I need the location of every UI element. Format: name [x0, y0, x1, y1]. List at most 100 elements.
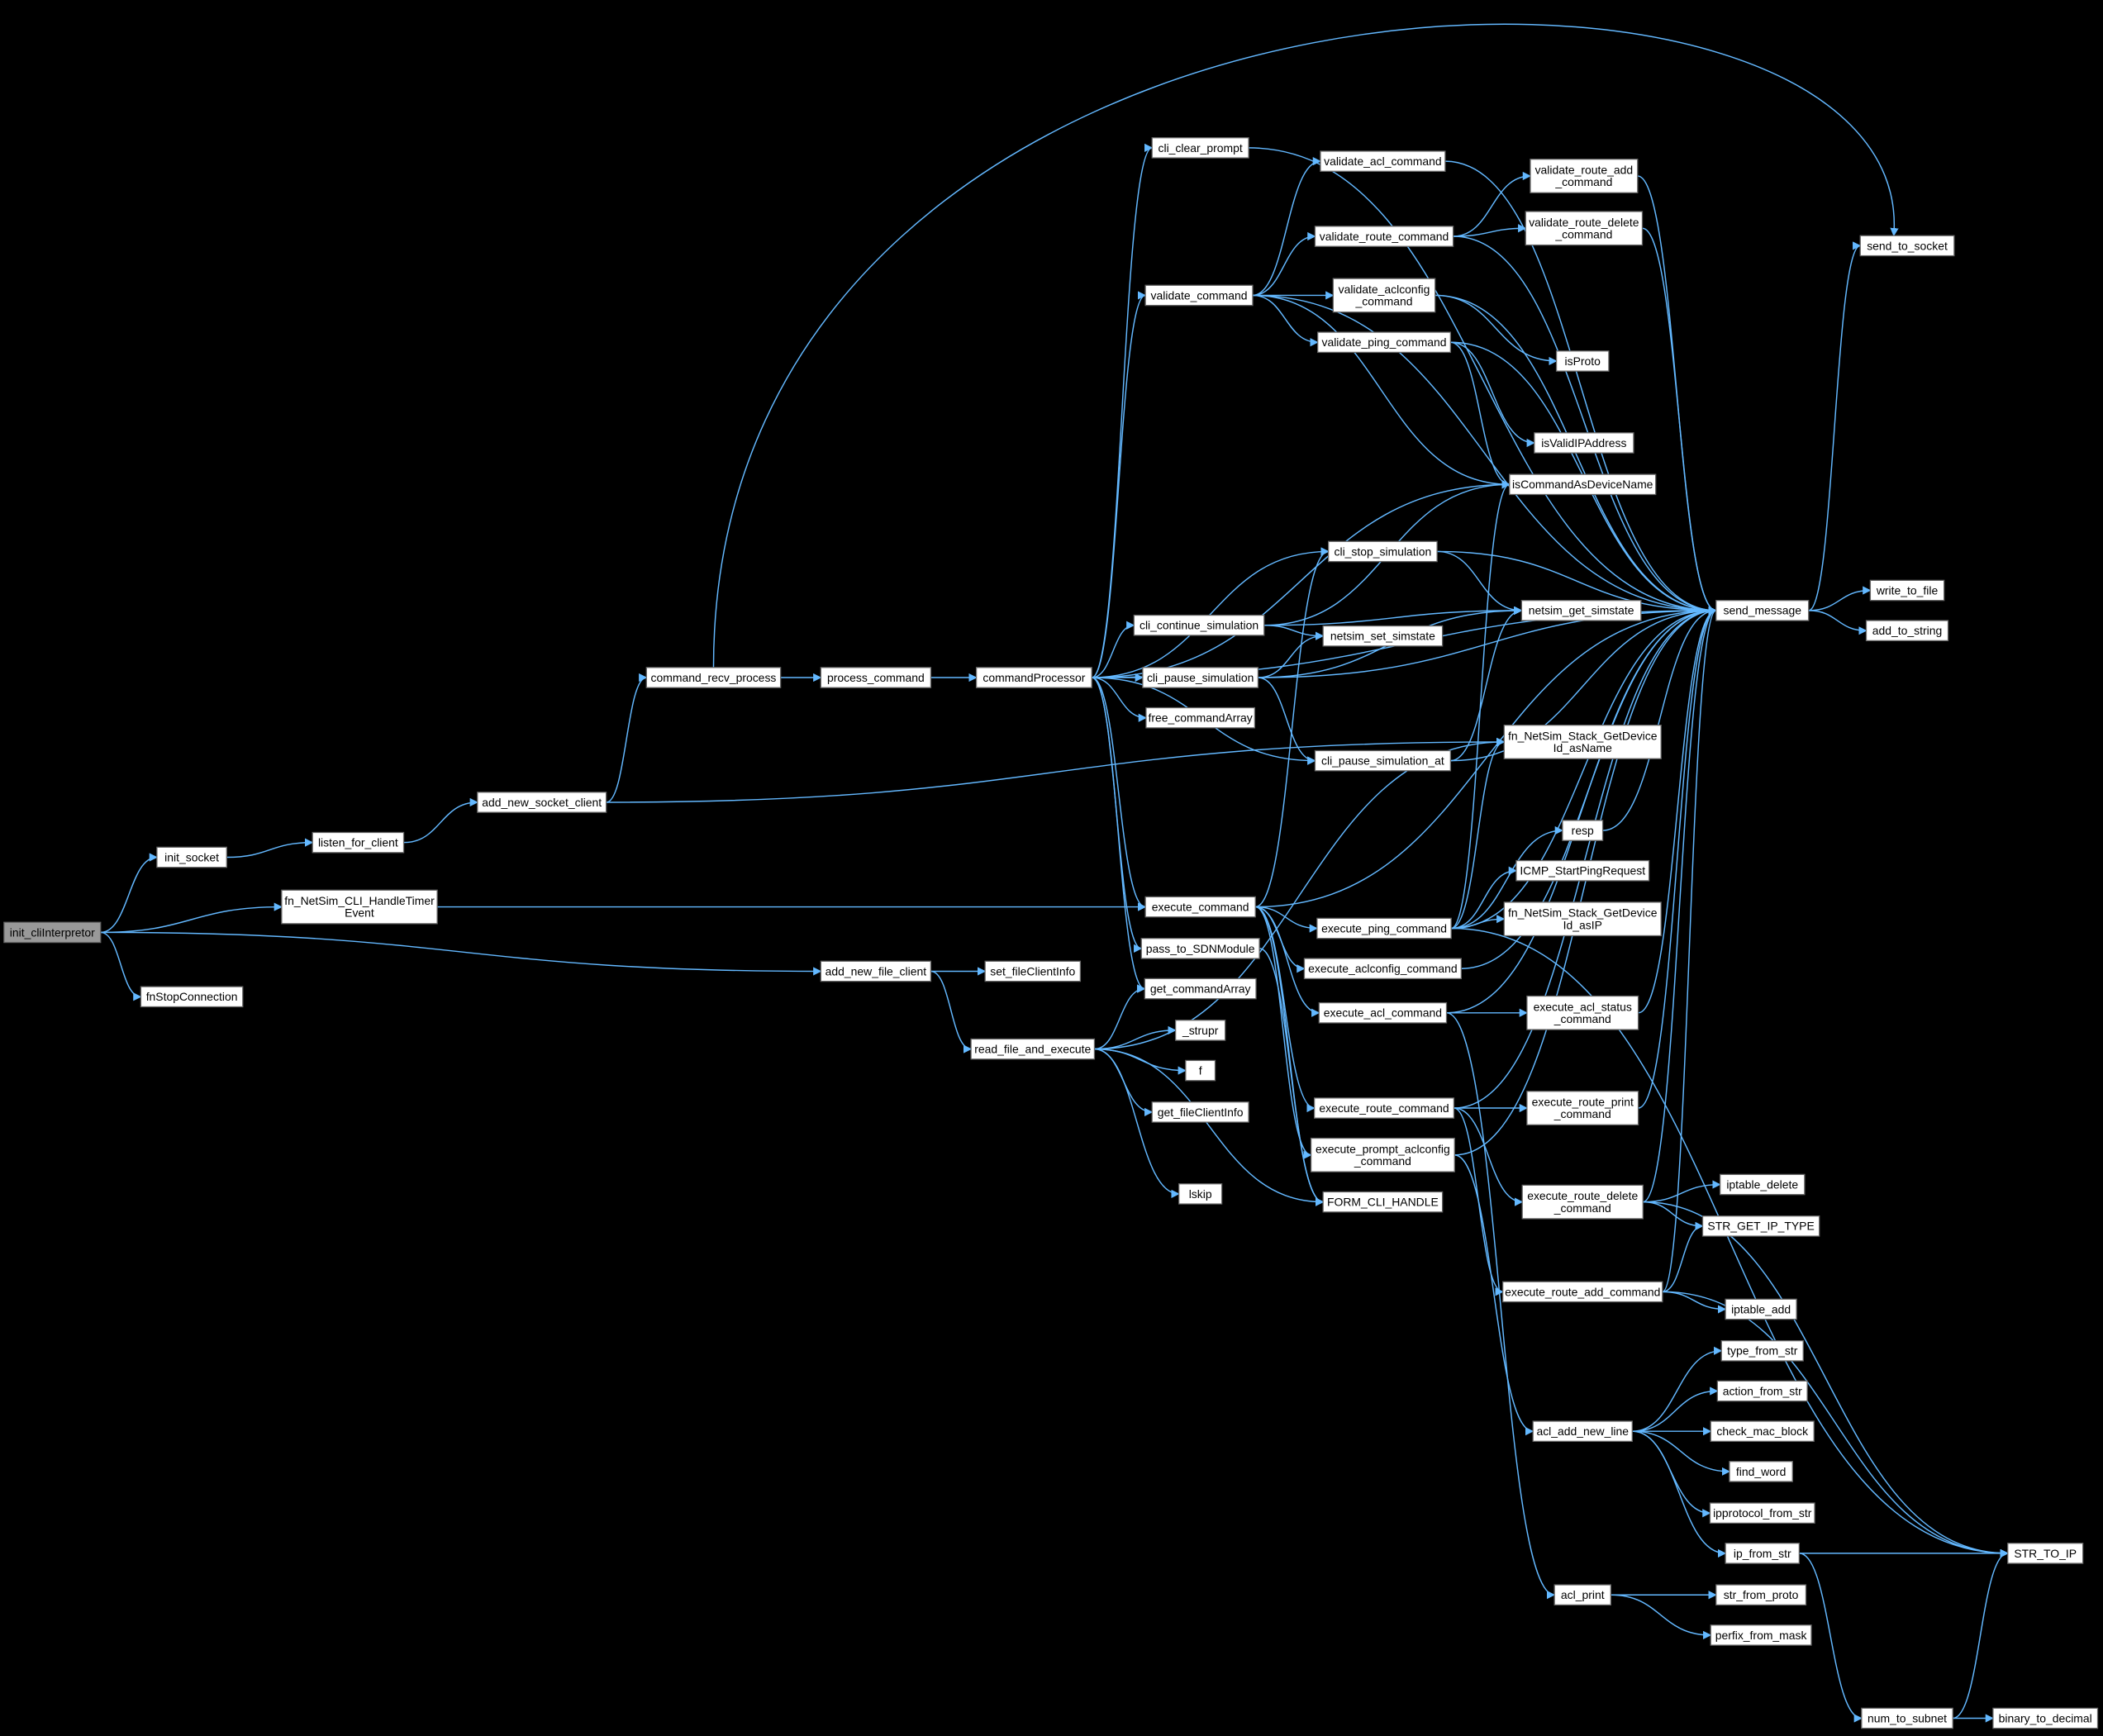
node-set-fileclientinfo[interactable]: set_fileClientInfo: [984, 960, 1082, 982]
node-netsim-get-simstate[interactable]: netsim_get_simstate: [1520, 600, 1642, 621]
node-str-to-ip[interactable]: STR_TO_IP: [2007, 1543, 2084, 1564]
node-box: [1526, 1091, 1639, 1125]
call-edge: [1092, 677, 1147, 722]
call-edge: [1953, 1548, 2009, 1719]
node-check-mac-block[interactable]: check_mac_block: [1710, 1420, 1815, 1443]
node-add-new-file-client[interactable]: add_new_file_client: [820, 960, 932, 982]
node-execute-route-command[interactable]: execute_route_command: [1313, 1097, 1455, 1119]
node-action-from-str[interactable]: action_from_str: [1716, 1380, 1808, 1402]
call-edge: [1092, 480, 1511, 678]
call-edge: [1643, 1180, 1721, 1203]
call-edge: [606, 737, 1506, 803]
node-validate-command[interactable]: validate_command: [1144, 284, 1254, 307]
node-cli-pause-simulation[interactable]: cli_pause_simulation: [1142, 667, 1259, 688]
node-isvalidipaddress[interactable]: isValidIPAddress: [1534, 432, 1634, 454]
node-f[interactable]: f: [1185, 1059, 1216, 1082]
node-send-to-socket[interactable]: send_to_socket: [1859, 235, 1955, 257]
node-command-recv-process[interactable]: command_recv_process: [645, 667, 782, 688]
node-execute-route-print-command[interactable]: execute_route_print_command: [1526, 1091, 1639, 1125]
node-isproto[interactable]: isProto: [1555, 350, 1610, 372]
node-cli-clear-prompt[interactable]: cli_clear_prompt: [1151, 137, 1249, 159]
node-resp[interactable]: resp: [1562, 820, 1604, 841]
call-edge: [1263, 624, 1325, 640]
node-pass-to-sdnmodule[interactable]: pass_to_SDNModule: [1140, 938, 1260, 959]
node-fnstopconnection[interactable]: fnStopConnection: [140, 986, 244, 1008]
node-write-to-file[interactable]: write_to_file: [1869, 579, 1945, 602]
node-validate-aclconfig-command[interactable]: validate_aclconfig_command: [1332, 278, 1436, 313]
node-iptable-delete[interactable]: iptable_delete: [1719, 1173, 1806, 1196]
node-cli-stop-simulation[interactable]: cli_stop_simulation: [1328, 540, 1438, 563]
node-read-file-and-execute[interactable]: read_file_and_execute: [970, 1038, 1096, 1060]
node-label: STR_GET_IP_TYPE: [1707, 1220, 1814, 1233]
node-perfix-from-mask[interactable]: perfix_from_mask: [1710, 1624, 1812, 1646]
node-label: execute_aclconfig_command: [1308, 962, 1458, 975]
node-execute-command[interactable]: execute_command: [1144, 896, 1256, 918]
node-iptable-add[interactable]: iptable_add: [1725, 1298, 1797, 1320]
call-edge: [1611, 1594, 1712, 1640]
node-init-socket[interactable]: init_socket: [156, 846, 227, 868]
node-lskip[interactable]: lskip: [1178, 1183, 1223, 1205]
node-execute-acl-command[interactable]: execute_acl_command: [1318, 1001, 1448, 1024]
node-label: action_from_str: [1723, 1384, 1802, 1397]
node-ipprotocol-from-str[interactable]: ipprotocol_from_str: [1709, 1502, 1815, 1524]
node-validate-acl-command[interactable]: validate_acl_command: [1320, 150, 1446, 172]
node-add-new-socket-client[interactable]: add_new_socket_client: [477, 792, 607, 813]
node-netsim-set-simstate[interactable]: netsim_set_simstate: [1322, 625, 1444, 647]
node-send-message[interactable]: send_message: [1715, 600, 1810, 621]
node-num-to-subnet[interactable]: num_to_subnet: [1861, 1707, 1953, 1729]
node-box: [1861, 1707, 1953, 1729]
node-acl-add-new-line[interactable]: acl_add_new_line: [1532, 1420, 1633, 1443]
node-validate-ping-command[interactable]: validate_ping_command: [1317, 331, 1452, 354]
node-label: binary_to_decimal: [1999, 1711, 2092, 1724]
node-acl-print[interactable]: acl_print: [1553, 1584, 1611, 1606]
node-execute-aclconfig-command[interactable]: execute_aclconfig_command: [1303, 958, 1463, 980]
node-add-to-string[interactable]: add_to_string: [1865, 620, 1949, 642]
node-label: listen_for_client: [318, 836, 398, 849]
node-str-get-ip-type[interactable]: STR_GET_IP_TYPE: [1701, 1215, 1820, 1237]
node-process-command[interactable]: process_command: [820, 667, 932, 688]
node-get-fileclientinfo[interactable]: get_fileClientInfo: [1151, 1101, 1249, 1123]
node-listen-for-client[interactable]: listen_for_client: [312, 831, 405, 854]
node-label: write_to_file: [1876, 583, 1939, 597]
node-binary-to-decimal[interactable]: binary_to_decimal: [1992, 1707, 2099, 1729]
node-cli-pause-simulation-at[interactable]: cli_pause_simulation_at: [1314, 749, 1452, 772]
node-box: [1553, 1584, 1611, 1606]
node-ip-from-str[interactable]: ip_from_str: [1725, 1543, 1801, 1564]
call-edge: [403, 797, 478, 844]
node-commandprocessor[interactable]: commandProcessor: [975, 667, 1092, 688]
node-cli-continue-simulation[interactable]: cli_continue_simulation: [1133, 614, 1265, 636]
node-execute-acl-status-command[interactable]: execute_acl_status_command: [1526, 995, 1639, 1030]
call-edge: [1252, 294, 1511, 489]
node-execute-ping-command[interactable]: execute_ping_command: [1316, 917, 1452, 939]
call-edge: [1643, 606, 1717, 1203]
node-free-commandarray[interactable]: free_commandArray: [1145, 706, 1256, 729]
node-strupr[interactable]: _strupr: [1174, 1020, 1226, 1041]
node-box: [1709, 1502, 1815, 1524]
node-execute-route-add-command[interactable]: execute_route_add_command: [1502, 1281, 1663, 1303]
node-execute-route-delete-command[interactable]: execute_route_delete_command: [1521, 1184, 1644, 1220]
edges-layer: [100, 23, 2009, 1723]
node-iscommandasdevicename[interactable]: isCommandAsDeviceName: [1509, 473, 1657, 496]
node-validate-route-delete-command[interactable]: validate_route_delete_command: [1525, 211, 1644, 246]
node-str-from-proto[interactable]: str_from_proto: [1715, 1584, 1807, 1606]
node-init-cliinterpretor[interactable]: init_cliInterpretor: [3, 921, 102, 944]
call-edge: [1094, 1048, 1187, 1075]
node-form-cli-handle[interactable]: FORM_CLI_HANDLE: [1322, 1191, 1444, 1213]
node-box: [1716, 1380, 1808, 1402]
node-execute-prompt-aclconfig-command[interactable]: execute_prompt_aclconfig_command: [1310, 1137, 1455, 1172]
node-label: send_message: [1723, 604, 1801, 617]
call-edge: [1451, 927, 2009, 1558]
call-edge: [100, 931, 822, 976]
node-type-from-str[interactable]: type_from_str: [1720, 1339, 1804, 1362]
node-get-commandarray[interactable]: get_commandArray: [1144, 977, 1257, 1000]
node-validate-route-command[interactable]: validate_route_command: [1314, 226, 1454, 247]
node-find-word[interactable]: find_word: [1729, 1461, 1793, 1482]
node-box: [1865, 620, 1949, 642]
node-box: [1174, 1020, 1226, 1041]
node-validate-route-add-command[interactable]: validate_route_add_command: [1530, 159, 1639, 193]
node-icmp-startpingrequest[interactable]: ICMP_StartPingRequest: [1515, 859, 1650, 882]
node-label: pass_to_SDNModule: [1146, 942, 1255, 955]
